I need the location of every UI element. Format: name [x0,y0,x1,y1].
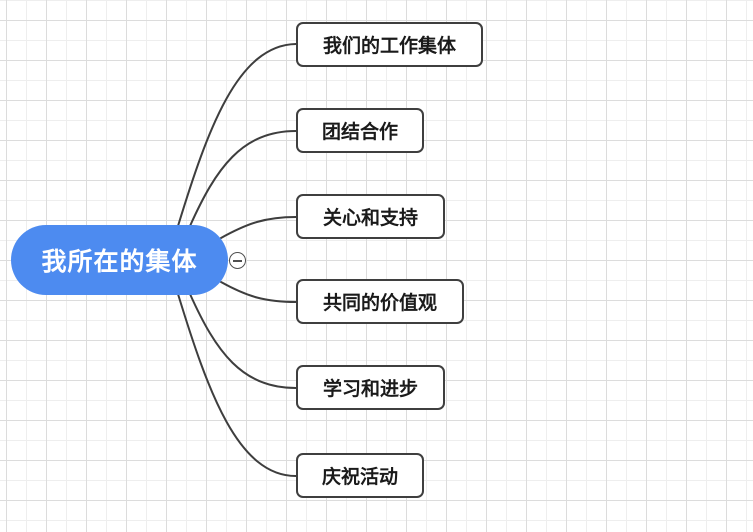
child-node-1[interactable]: 我们的工作集体 [296,22,483,67]
connector-line-1 [177,43,297,227]
connector-line-3 [220,216,297,239]
child-node-label: 庆祝活动 [321,467,398,488]
child-node-5[interactable]: 学习和进步 [296,365,445,410]
child-node-6[interactable]: 庆祝活动 [296,453,424,498]
connector-line-2 [189,130,297,227]
child-node-label: 团结合作 [321,122,398,143]
collapse-button[interactable] [229,252,246,269]
child-node-label: 学习和进步 [322,379,418,400]
connector-line-4 [220,281,297,303]
minus-icon [233,259,242,262]
child-node-4[interactable]: 共同的价值观 [296,279,464,324]
child-node-label: 共同的价值观 [322,293,437,314]
child-node-label: 关心和支持 [322,208,418,229]
root-node-label: 我所在的集体 [41,248,198,276]
root-node[interactable]: 我所在的集体 [11,225,228,295]
connector-line-6 [177,293,297,477]
child-node-3[interactable]: 关心和支持 [296,194,445,239]
child-node-2[interactable]: 团结合作 [296,108,424,153]
connector-line-5 [189,293,297,389]
child-node-label: 我们的工作集体 [322,36,456,57]
